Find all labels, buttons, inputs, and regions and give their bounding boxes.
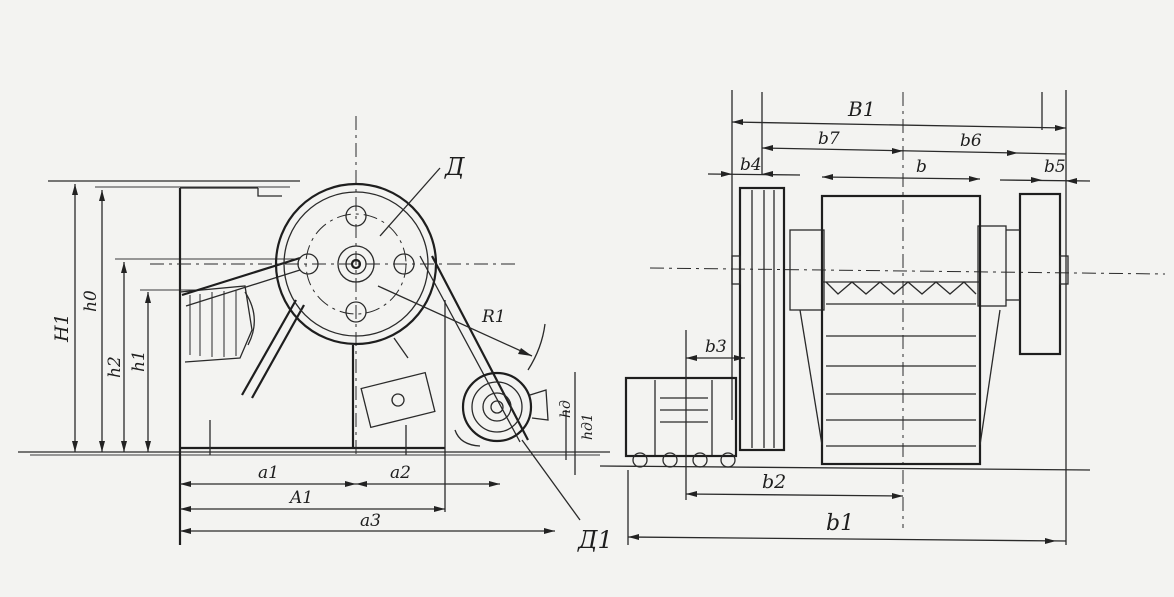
motor-foot-1 (632, 452, 648, 468)
arrow-h0-top (99, 190, 105, 201)
leader-motor-pulley (521, 439, 581, 521)
flywheel-inner-rim (283, 191, 429, 337)
motor-base-curve (454, 429, 481, 447)
label-width-b5: b5 (1044, 157, 1066, 177)
arrow-h2-bottom (121, 441, 127, 452)
label-width-b3: b3 (705, 337, 727, 357)
jaw-plate (179, 285, 253, 363)
label-length-a2: a2 (390, 463, 411, 483)
motor-foot-2 (662, 452, 678, 468)
motor-foot-3 (692, 452, 708, 468)
arrow-h0-bottom (99, 441, 105, 452)
radius-line (377, 285, 533, 357)
left-shaft-end (731, 255, 741, 285)
leader-drive-pulley (379, 167, 441, 237)
arrow-h1-bottom (145, 441, 151, 452)
flywheel-hole-top (345, 205, 367, 227)
side-view (18, 116, 610, 545)
arrow-h2-top (121, 262, 127, 273)
frame-top-step (257, 188, 282, 197)
label-height-h2: h2 (105, 356, 125, 378)
dim-line-b7-b6 (761, 147, 1067, 155)
linkage-upper (181, 256, 301, 297)
label-width-b2: b2 (762, 471, 786, 493)
arrow-h1-top (145, 292, 151, 303)
motor-pulley-outer (461, 371, 533, 443)
motor-pulley-inner (482, 392, 512, 422)
motor-pulley-middle (471, 381, 523, 433)
crusher-body (820, 194, 982, 466)
label-drive-pulley: Д (444, 153, 465, 181)
jaw-arc (244, 291, 255, 346)
flywheel-hole-bottom (345, 301, 367, 323)
arrow-H1-bottom (72, 441, 78, 452)
belt-upper-run (431, 255, 529, 441)
left-bearing (789, 229, 825, 311)
label-width-b1: b1 (826, 511, 854, 536)
right-shaft-end (1059, 255, 1069, 285)
label-height-h1: h1 (129, 350, 149, 372)
jaw-hatch (189, 290, 237, 357)
front-horizontal-axis (649, 267, 1166, 275)
toggle-rod-1 (241, 299, 297, 396)
label-width-b7: b7 (818, 129, 840, 149)
body-left-slope (799, 309, 823, 446)
motor-bracket (529, 389, 549, 421)
motor-pulley-bore (490, 400, 504, 414)
label-width-b4: b4 (740, 155, 762, 175)
flywheel-bore (345, 253, 367, 275)
dimension-labels: Д Д1 R1 H1 h0 h2 h1 hд hд1 a1 a2 A1 a3 B… (51, 97, 1066, 554)
flywheel-hole-left (297, 253, 319, 275)
motor-foot-4 (720, 452, 736, 468)
left-flywheel-edge (738, 186, 786, 452)
right-flywheel-edge (1018, 192, 1062, 356)
linkage-lower (185, 269, 301, 307)
dim-line-b2 (685, 493, 904, 497)
label-overall-height: H1 (51, 313, 73, 343)
label-height-h0: h0 (81, 290, 101, 312)
right-bearing (977, 225, 1007, 307)
motor-body (624, 376, 738, 458)
bearing-block (360, 371, 436, 429)
arrow-H1-top (72, 184, 78, 195)
dim-line-b1 (627, 536, 1067, 542)
label-motor-pulley: Д1 (577, 526, 613, 554)
radius-arc (527, 323, 546, 371)
label-length-a1: a1 (258, 463, 279, 483)
flywheel-hub (337, 245, 375, 283)
dim-line-b (821, 176, 981, 180)
label-height-hd1: hд1 (580, 413, 596, 440)
jaw-teeth (825, 281, 977, 295)
front-view (599, 90, 1166, 545)
flywheel-shaft (350, 258, 362, 270)
dim-line-B1 (731, 121, 1067, 129)
label-radius: R1 (481, 307, 506, 327)
radius-arrow (518, 348, 532, 356)
flywheel-hole-right (393, 253, 415, 275)
label-length-a3: a3 (360, 511, 381, 531)
label-width-B1: B1 (847, 97, 875, 121)
toggle-rod-2 (251, 304, 305, 399)
strut-right (393, 337, 409, 359)
label-width-b: b (916, 157, 927, 177)
ground-line-right (599, 465, 1091, 471)
label-length-A1: A1 (288, 488, 313, 508)
flywheel-bolt-circle (305, 213, 407, 315)
label-width-b6: b6 (960, 131, 982, 151)
belt-upper-run-2 (419, 255, 521, 443)
label-height-hd: hд (558, 400, 574, 418)
body-right-slope (979, 309, 1001, 446)
